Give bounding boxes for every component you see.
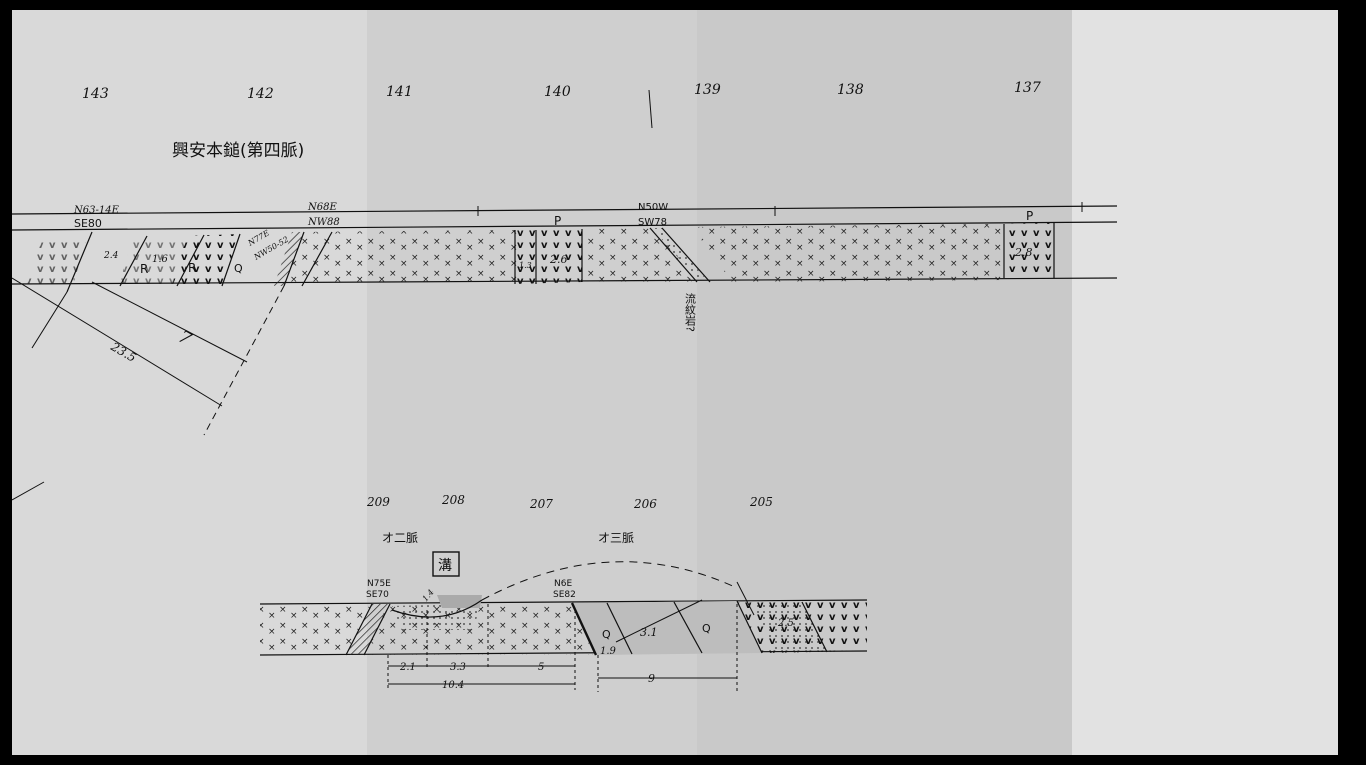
granite-zone xyxy=(260,604,372,655)
rock-label: P xyxy=(554,214,561,228)
andesite-zone xyxy=(172,234,240,286)
vein-hatch xyxy=(346,604,390,655)
granite-zone xyxy=(284,230,517,286)
andesite-zone xyxy=(1004,223,1054,278)
attitude-label: SW78 xyxy=(638,217,667,228)
width-label: 1.6 xyxy=(152,254,169,265)
boundary-line xyxy=(649,227,698,283)
rock-label: R xyxy=(140,262,148,276)
boundary-line xyxy=(801,601,828,653)
boundary-line xyxy=(221,233,241,287)
rock-label: P xyxy=(1026,209,1033,223)
upper-labels: 143 142 141 140 139 138 137 興安本鎚(第四脈) N6… xyxy=(73,80,1041,365)
rhyolite-band xyxy=(652,228,707,280)
section-title: 興安本鎚(第四脈) xyxy=(172,141,304,161)
projection-line xyxy=(12,481,45,501)
dimension-label: 1.4 xyxy=(421,588,436,604)
projection-line xyxy=(91,281,248,363)
dimension-line xyxy=(615,599,703,643)
dimension-label: 3.3 xyxy=(450,662,466,673)
attitude-label: N50W xyxy=(638,202,668,213)
station-label: 209 xyxy=(366,495,390,509)
boundary-line xyxy=(363,603,391,656)
trench-outline xyxy=(391,599,483,618)
attitude-label: SE80 xyxy=(74,217,102,230)
rock-label: R xyxy=(188,261,196,275)
station-label: 138 xyxy=(837,82,864,98)
station-label: 205 xyxy=(749,495,773,509)
dimension-label: 2.5 xyxy=(777,618,794,629)
lower-labels: 209 208 207 206 205 オ二脈 オ三脈 溝 N75E SE70 … xyxy=(366,493,794,691)
vein-hatch xyxy=(274,232,304,286)
width-label: 1.3 xyxy=(519,261,532,270)
rhyolite-note: 流紋岩? xyxy=(684,292,697,332)
width-label: 2.6 xyxy=(549,253,568,266)
attitude-label: NW88 xyxy=(307,217,340,228)
attitude-label: SE82 xyxy=(553,590,576,600)
boundary-line xyxy=(661,227,711,283)
paper-panel xyxy=(1072,10,1338,755)
width-label: 23.5 xyxy=(108,339,139,365)
station-label: 208 xyxy=(441,493,465,507)
andesite-zone xyxy=(26,238,87,288)
station-label: 143 xyxy=(82,86,109,102)
width-label: 7 xyxy=(175,326,196,350)
section-line xyxy=(12,221,1118,231)
projection-line xyxy=(203,285,285,436)
dimension-label: 3.1 xyxy=(640,626,658,639)
geologic-section-drawing: × × v xyxy=(12,80,1118,692)
attitude-label: N63-14E xyxy=(73,205,120,216)
boundary-line xyxy=(119,235,148,287)
quartz-zone xyxy=(572,601,762,655)
projection-line xyxy=(736,581,755,616)
boundary-line xyxy=(176,234,205,287)
trench-box xyxy=(432,551,460,577)
andesite-zone xyxy=(119,236,187,286)
attitude-label: N68E xyxy=(307,202,337,213)
station-label: 207 xyxy=(529,497,553,511)
pencil-mark xyxy=(648,89,653,129)
stipple-zone xyxy=(437,595,482,608)
boundary-line xyxy=(736,600,763,654)
dashed-projection xyxy=(481,561,738,601)
rock-label: Q xyxy=(702,622,711,635)
dimension-label: 9 xyxy=(648,672,655,685)
rock-label: Q xyxy=(234,262,243,275)
station-label: 206 xyxy=(633,497,657,511)
fault-line xyxy=(570,602,598,656)
boundary-line xyxy=(673,601,703,654)
boundary-line xyxy=(345,603,373,656)
section-line xyxy=(259,599,868,605)
upper-section xyxy=(12,89,1118,501)
lower-section xyxy=(259,551,868,692)
projection-line xyxy=(31,291,68,349)
boundary-line xyxy=(66,231,93,293)
trench-label: 溝 xyxy=(438,558,452,574)
dimension-label: 2.1 xyxy=(399,662,416,673)
attitude-label: N6E xyxy=(554,579,572,589)
station-label: 140 xyxy=(544,84,571,100)
attitude-label: N75E xyxy=(367,579,391,589)
width-label: 2.8 xyxy=(1014,246,1033,259)
dimension-label: 10.4 xyxy=(442,680,464,691)
station-label: 137 xyxy=(1014,80,1041,96)
granite-zone xyxy=(692,224,1002,282)
boundary-line xyxy=(301,231,333,287)
andesite-zone xyxy=(514,229,582,284)
vein-label: オ二脈 xyxy=(382,531,418,545)
projection-line xyxy=(12,277,223,407)
drawing-sheet: × × v xyxy=(12,10,1338,755)
attitude-label: SE70 xyxy=(366,590,389,600)
station-label: 139 xyxy=(694,82,721,98)
dimension-label: 5 xyxy=(538,662,544,673)
boundary-line xyxy=(606,602,633,655)
boundary-line xyxy=(283,231,305,287)
vein-label: オ三脈 xyxy=(598,531,634,545)
dimension-label: 1.9 xyxy=(600,646,617,657)
section-line xyxy=(12,205,1118,215)
station-label: 142 xyxy=(247,86,274,102)
station-label: 141 xyxy=(386,84,413,100)
width-label: 2.4 xyxy=(103,251,119,261)
rock-label: Q xyxy=(602,628,611,641)
